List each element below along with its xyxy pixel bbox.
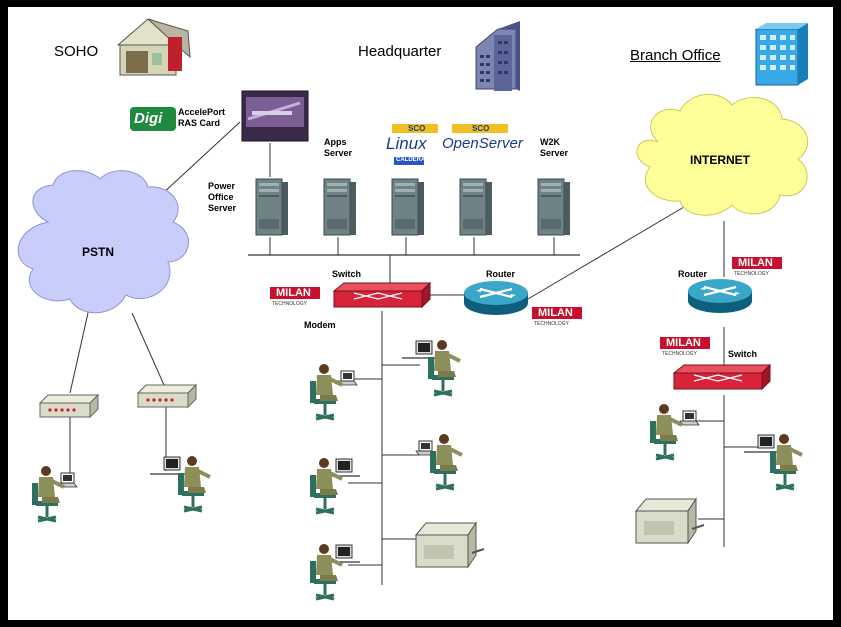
hq-pc-1-icon [401, 340, 441, 359]
power-office-label-3: Server [208, 203, 237, 213]
milan-tech-branch-switch: TECHNOLOGY [662, 351, 698, 357]
sco-text-openserver: SCO [472, 124, 490, 133]
branch-user-2-icon [768, 432, 804, 491]
headquarter-building-icon [475, 21, 520, 91]
milan-logo-hq-router [532, 307, 582, 319]
sco-badge-linux [392, 124, 438, 133]
internet-label: INTERNET [690, 153, 750, 167]
linux-logo-text: Linux [386, 134, 427, 153]
openserver-server-icon [459, 178, 493, 236]
branch-switch-icon [673, 364, 771, 390]
linux-server-icon [391, 178, 425, 236]
milan-text-hq-switch: MILAN [276, 287, 311, 299]
soho-label: SOHO [54, 43, 99, 60]
apps-server-label-1: Apps [324, 137, 347, 147]
w2k-server-label-2: Server [540, 148, 569, 158]
diagram-canvas: SOHO Headquarter Branch Office PSTN INTE… [8, 7, 833, 620]
milan-tech-branch-router: TECHNOLOGY [734, 271, 770, 277]
modem-right-icon [137, 384, 197, 408]
power-office-server-icon [255, 178, 289, 236]
connections [69, 121, 766, 585]
power-office-label-1: Power [208, 181, 236, 191]
soho-user-2-icon [176, 454, 212, 513]
sco-badge-openserver [452, 124, 508, 133]
apps-server-icon [323, 178, 357, 236]
branch-router-icon [686, 277, 754, 315]
hq-user-3-icon [428, 432, 464, 491]
apps-server-label-2: Server [324, 148, 353, 158]
accelport-label-2: RAS Card [178, 118, 221, 128]
hq-user-1-icon [426, 338, 462, 397]
hq-user-2-icon [308, 362, 344, 421]
branch-office-label: Branch Office [630, 47, 721, 64]
milan-tech-hq-router: TECHNOLOGY [534, 321, 570, 327]
pstn-cloud [17, 170, 189, 314]
hq-printer-icon [415, 522, 485, 568]
hq-router-icon [462, 279, 530, 317]
milan-logo-branch-switch [660, 337, 710, 349]
branch-building-icon [755, 23, 808, 86]
branch-user-1-icon [648, 402, 684, 461]
milan-tech-hq-switch: TECHNOLOGY [272, 301, 308, 307]
modem-label: Modem [304, 320, 336, 330]
milan-logo-branch-router [732, 257, 782, 269]
openserver-logo-text: OpenServer [442, 135, 523, 152]
caldera-text: CALDERA [396, 157, 426, 163]
w2k-server-label-1: W2K [540, 137, 560, 147]
branch-pc-icon [743, 434, 783, 453]
modem-left-icon [39, 394, 99, 418]
soho-house-icon [116, 18, 191, 76]
hq-switch-label: Switch [332, 269, 362, 279]
branch-laptop-icon [679, 410, 700, 426]
hq-router-label: Router [486, 269, 515, 279]
milan-text-branch-switch: MILAN [666, 337, 701, 349]
milan-text-hq-router: MILAN [538, 307, 573, 319]
ras-card-icon [241, 90, 309, 142]
soho-pc-icon [149, 456, 189, 475]
branch-switch-label: Switch [728, 349, 758, 359]
digi-logo-text: Digi [134, 110, 163, 127]
milan-text-branch-router: MILAN [738, 257, 773, 269]
soho-user-1-icon [30, 464, 66, 523]
internet-cloud [636, 93, 809, 216]
network-diagram [17, 18, 809, 601]
headquarter-label: Headquarter [358, 43, 442, 60]
digi-logo-icon [130, 107, 176, 131]
branch-printer-icon [635, 498, 705, 544]
hq-switch-icon [333, 282, 431, 308]
branch-router-label: Router [678, 269, 707, 279]
accelport-label-1: AccelePort [178, 107, 226, 117]
w2k-server-icon [537, 178, 571, 236]
pstn-label: PSTN [82, 245, 115, 259]
power-office-label-2: Office [208, 192, 234, 202]
milan-logo-hq-switch [270, 287, 320, 299]
sco-text-linux: SCO [408, 124, 426, 133]
caldera-badge [394, 157, 424, 165]
